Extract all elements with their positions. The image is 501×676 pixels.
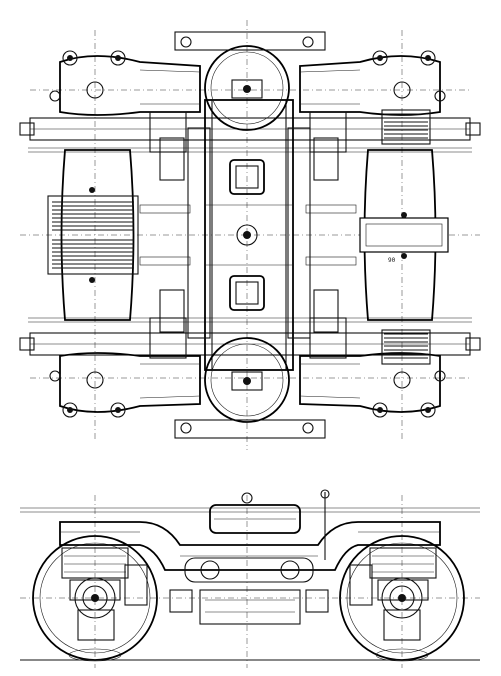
- plan-view: 90: [19, 20, 481, 450]
- elevation-air-spring: [209, 489, 330, 560]
- axle-box-right: [349, 547, 437, 641]
- elevation-side-frame: [59, 521, 441, 571]
- corner-bolt-plates: [49, 36, 446, 434]
- axle-box-left: [61, 547, 148, 641]
- central-bolster: [187, 99, 311, 371]
- elevation-centre-gear: [169, 557, 329, 625]
- centre-pivot: [229, 159, 265, 311]
- coil-block-upper-right: [381, 109, 431, 145]
- dimension-label: 90: [388, 257, 396, 264]
- wheel-rails: [28, 147, 472, 323]
- traction-motor-bottom: [174, 337, 326, 439]
- traction-motor-top: [174, 31, 326, 131]
- elevation-rail: [20, 648, 480, 662]
- air-spring-left-coils: [52, 201, 134, 269]
- side-frame-bottom: [59, 352, 441, 413]
- air-spring-right: 90: [359, 149, 449, 321]
- elevation-view: [20, 489, 480, 668]
- brake-units: [139, 111, 357, 359]
- axle-top: [19, 117, 481, 141]
- air-spring-left: [47, 149, 139, 321]
- coil-block-lower-right: [381, 329, 431, 365]
